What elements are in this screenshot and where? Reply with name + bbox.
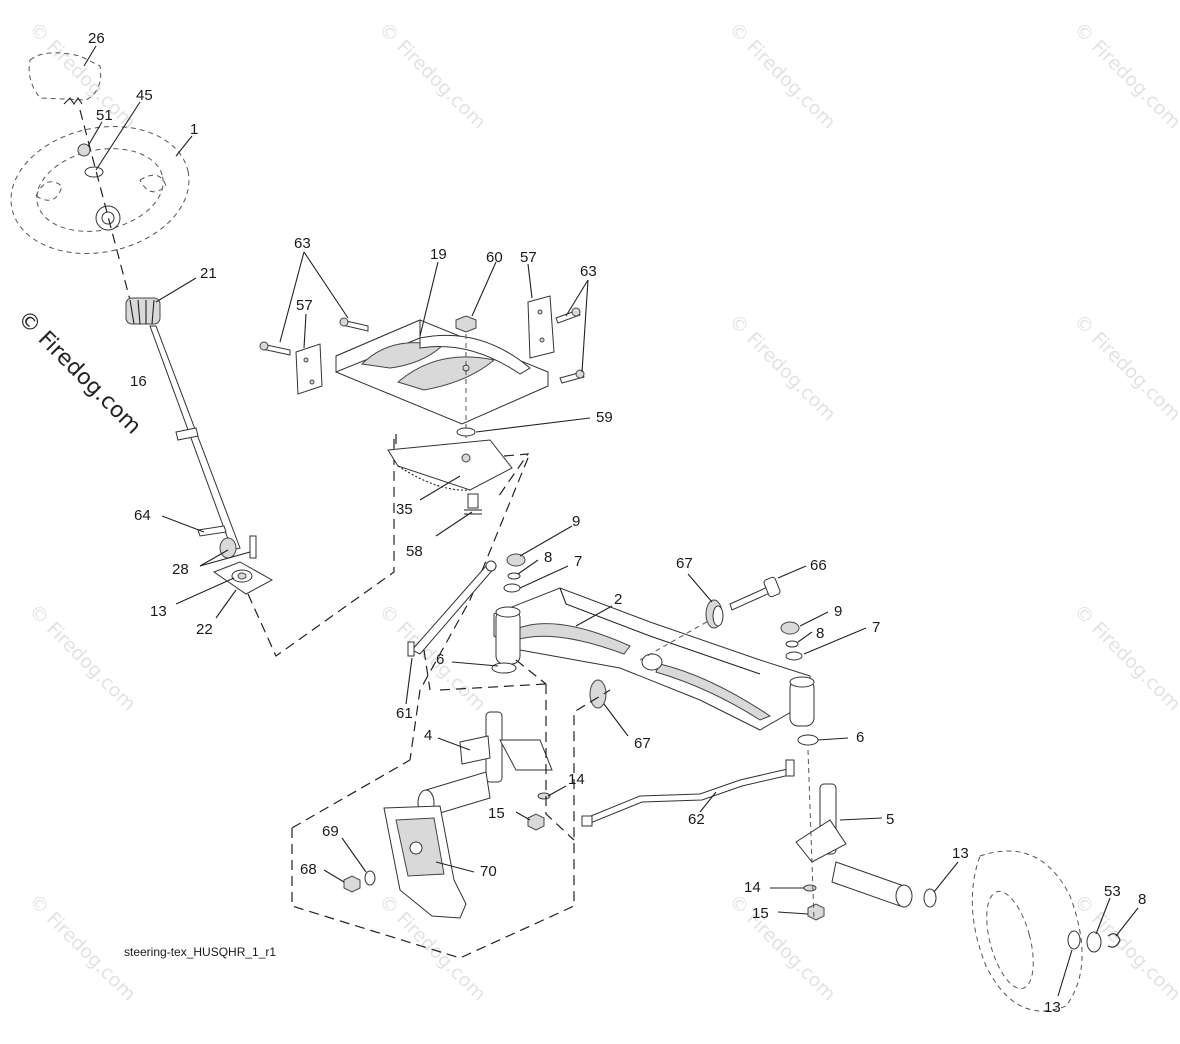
callout-13-wheel-bottom: 13 — [1044, 999, 1061, 1016]
washer-13-wheel-inner — [923, 888, 937, 908]
bolt-63-b — [339, 317, 369, 332]
leader-lines — [83, 45, 1139, 997]
callout-28: 28 — [172, 561, 189, 578]
diagram-caption: steering-tex_HUSQHR_1_r1 — [124, 945, 276, 959]
callout-57-right: 57 — [520, 249, 537, 266]
callout-13-wheel: 13 — [952, 845, 969, 862]
washer-7-left — [503, 583, 521, 593]
washer-53 — [1086, 931, 1102, 953]
callout-62: 62 — [688, 811, 705, 828]
steering-cap — [28, 52, 102, 105]
callout-63-left: 63 — [294, 235, 311, 252]
callout-59: 59 — [596, 409, 613, 426]
callout-21: 21 — [200, 265, 217, 282]
callout-60: 60 — [486, 249, 503, 266]
callout-13-shaft: 13 — [150, 603, 167, 620]
washer-6-right — [797, 734, 819, 746]
callout-4: 4 — [424, 727, 432, 744]
front-wheel — [971, 850, 1083, 1012]
spacer-67-top — [705, 599, 724, 629]
callout-67-bottom: 67 — [634, 735, 651, 752]
callout-8-right: 8 — [816, 625, 824, 642]
bushing-28 — [219, 535, 257, 559]
callout-5: 5 — [886, 811, 894, 828]
front-axle-2 — [493, 587, 813, 731]
pin-64 — [197, 525, 227, 537]
washer-7-right — [785, 651, 803, 661]
pivot-bolt-66 — [729, 576, 781, 611]
callout-64: 64 — [134, 507, 151, 524]
plate-70 — [383, 805, 467, 919]
callout-35: 35 — [396, 501, 413, 518]
steering-wheel — [10, 126, 190, 254]
callout-1: 1 — [190, 121, 198, 138]
bolt-63-d — [559, 369, 585, 384]
callout-67-top: 67 — [676, 555, 693, 572]
steering-bracket-19 — [335, 319, 549, 425]
bolt-63-c — [555, 307, 581, 324]
bolt-68 — [343, 875, 361, 893]
washer-13-wheel-outer — [1067, 930, 1081, 950]
callout-58: 58 — [406, 543, 423, 560]
plate-57-right — [527, 295, 555, 359]
nut-60 — [455, 315, 477, 333]
washer-6-left — [491, 662, 517, 674]
kingpin-post-right — [789, 676, 815, 727]
pivot-bolt-58 — [464, 493, 482, 515]
callout-9-left: 9 — [572, 513, 580, 530]
cap-9-left — [506, 553, 526, 567]
callout-16: 16 — [130, 373, 147, 390]
washer-45 — [84, 166, 104, 178]
callout-labels: 26 45 51 1 21 16 64 28 13 22 63 19 60 57… — [88, 30, 1146, 1016]
callout-19: 19 — [430, 246, 447, 263]
washer-14-left — [537, 792, 551, 800]
plate-57-left — [295, 343, 323, 395]
washer-8-right — [785, 640, 799, 648]
callout-6-right: 6 — [856, 729, 864, 746]
callout-8-wheel: 8 — [1138, 891, 1146, 908]
callout-22: 22 — [196, 621, 213, 638]
clip-8 — [1107, 933, 1121, 948]
callout-9-right: 9 — [834, 603, 842, 620]
callout-57-left: 57 — [296, 297, 313, 314]
callout-6-left: 6 — [436, 651, 444, 668]
kingpin-post-left — [495, 606, 521, 665]
spacer-67-bottom — [589, 679, 607, 709]
callout-8-left: 8 — [544, 549, 552, 566]
nut-15-left — [527, 813, 545, 831]
flange-bearing-22 — [212, 561, 274, 595]
callout-61: 61 — [396, 705, 413, 722]
callout-68: 68 — [300, 861, 317, 878]
nut-15-right — [807, 903, 825, 921]
callout-26: 26 — [88, 30, 105, 47]
steering-shaft — [125, 297, 241, 551]
callout-66: 66 — [810, 557, 827, 574]
callout-51: 51 — [96, 107, 113, 124]
washer-8-left — [507, 572, 521, 580]
callout-53: 53 — [1104, 883, 1121, 900]
drag-link-61 — [407, 560, 498, 657]
cap-9-right — [780, 621, 800, 635]
washer-59 — [456, 427, 476, 437]
callout-15-right: 15 — [752, 905, 769, 922]
callout-14-right: 14 — [744, 879, 761, 896]
callout-2: 2 — [614, 591, 622, 608]
callout-15-left: 15 — [488, 805, 505, 822]
washer-69 — [364, 870, 376, 886]
callout-69: 69 — [322, 823, 339, 840]
sector-gear-35 — [387, 439, 513, 491]
callout-45: 45 — [136, 87, 153, 104]
callout-70: 70 — [480, 863, 497, 880]
callout-14-left: 14 — [568, 771, 585, 788]
bolt-63-a — [259, 341, 291, 356]
spindle-4 — [417, 711, 553, 817]
callout-63-right: 63 — [580, 263, 597, 280]
callout-7-right: 7 — [872, 619, 880, 636]
callout-7-left: 7 — [574, 553, 582, 570]
washer-14-right — [803, 884, 817, 892]
tie-rod-62 — [581, 759, 795, 827]
spindle-5 — [795, 783, 913, 908]
